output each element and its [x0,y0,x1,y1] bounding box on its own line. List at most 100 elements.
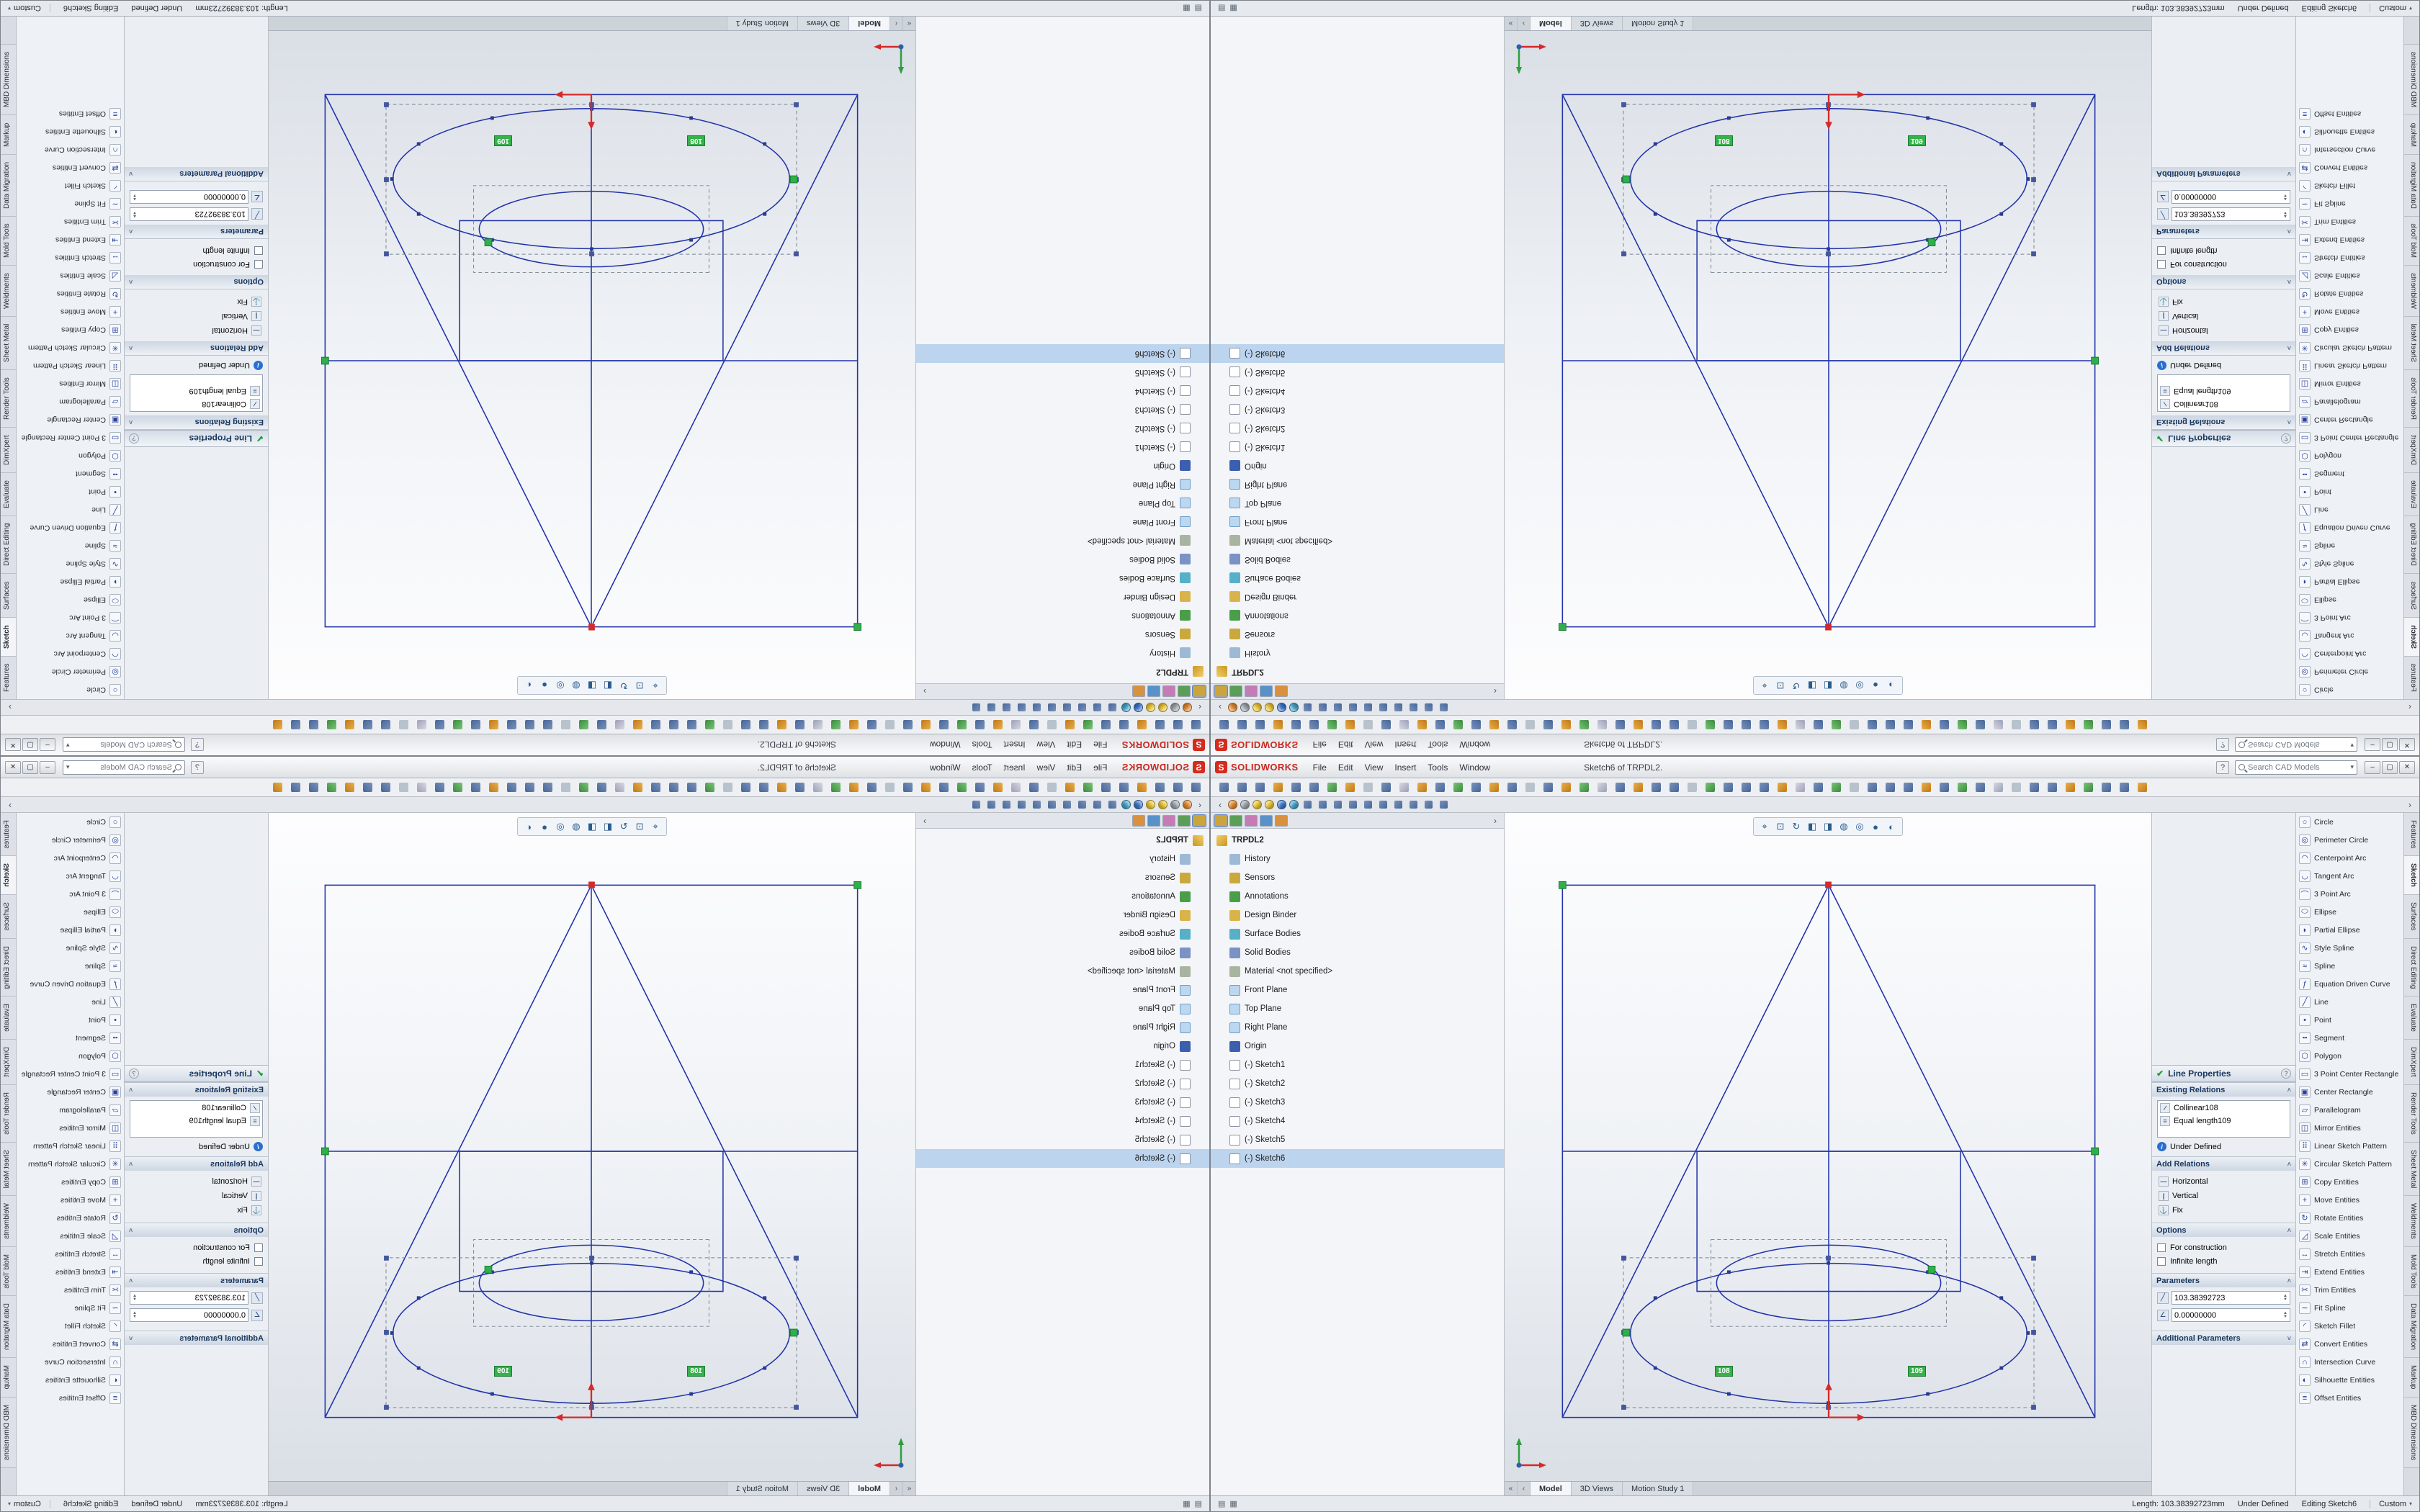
assembly-icon[interactable] [271,718,285,732]
commandmanager-tab[interactable]: Surfaces [1,895,16,939]
commandmanager-tab[interactable]: Data Migration [2404,153,2419,216]
table-icon[interactable] [307,780,321,795]
collapse-icon[interactable] [2287,419,2291,426]
open-icon[interactable] [1171,718,1186,732]
sketch-icon[interactable] [1451,718,1465,732]
relation-item[interactable]: ∕ Collinear108 [131,397,261,410]
tree-item[interactable]: TRPDL2 [916,662,1209,681]
view-orientation-icon[interactable] [667,718,681,732]
tree-item[interactable]: (-) Sketch5 [1211,363,1504,382]
sketch-icon[interactable] [1451,780,1465,795]
tabs-scroll-icon[interactable]: « [902,1482,915,1495]
hide-items-icon[interactable]: ◎ [556,821,565,832]
help-icon[interactable]: ? [2216,738,2229,752]
sketch-tool[interactable]: ⬡ Polygon [17,447,124,465]
zoom-fit-icon[interactable] [1757,780,1771,795]
cut-icon[interactable] [1081,718,1095,732]
previous-view-icon[interactable]: ↻ [1792,680,1801,691]
sketch-tool[interactable]: ⌒ 3 Point Arc [17,609,124,627]
zoom-area-icon[interactable] [1076,798,1088,811]
tree-item[interactable]: Design Binder [916,906,1209,924]
section-header-options[interactable]: Options [2152,1223,2295,1237]
section-view-icon[interactable] [1847,780,1861,795]
view-sphere-icon[interactable] [1183,703,1192,712]
expand-icon[interactable] [2287,1335,2291,1342]
scene-icon[interactable] [1721,718,1735,732]
commandmanager-tab[interactable]: Weldments [2404,265,2419,317]
help-icon[interactable]: ? [191,760,204,774]
displaymanager-tab-icon[interactable] [1275,685,1288,698]
smart-dimension-icon[interactable] [937,780,951,795]
hide-show-icon[interactable] [1685,780,1699,795]
search-box[interactable]: Search CAD Models ▾ [2235,760,2357,775]
sketch-tool[interactable]: ⊞ Copy Entities [17,321,124,339]
menu-item[interactable]: Insert [1394,762,1417,773]
parameter-input[interactable]: 103.38392723 [2172,1291,2290,1305]
tree-item[interactable]: Sensors [1211,625,1504,644]
line-icon[interactable] [919,780,933,795]
sketch-tool[interactable]: ✳ Circular Sketch Pattern [2296,1155,2403,1173]
tree-item[interactable]: (-) Sketch1 [1211,438,1504,456]
commandmanager-tab[interactable]: Features [1,655,16,699]
sketch-tool[interactable]: ⇄ Convert Entities [17,159,124,177]
sketch-tool[interactable]: ╱ Line [17,993,124,1011]
add-relation-button[interactable]: | Vertical [2157,1189,2290,1203]
tree-item[interactable]: (-) Sketch2 [1211,1074,1504,1093]
center-mark-icon[interactable] [2063,780,2077,795]
graphics-area[interactable]: ⌖⊡↻◧◨◍◎●◐ [1505,17,2151,699]
mass-properties-icon[interactable] [1883,718,1897,732]
sketch-tool[interactable]: ⠿ Linear Sketch Pattern [17,357,124,375]
delete-icon[interactable] [1379,718,1393,732]
datum-feature-icon[interactable] [361,718,375,732]
tree-item[interactable]: (-) Sketch3 [916,400,1209,419]
sketch-tool[interactable]: ◐ Silhouette Entities [17,123,124,141]
collapse-icon[interactable] [129,345,133,352]
sketch-tool[interactable]: ✂ Trim Entities [2296,1281,2403,1299]
pattern-icon[interactable] [1649,780,1663,795]
trim-icon[interactable] [1577,780,1591,795]
sketch-tool[interactable]: ○ Circle [17,813,124,831]
zoom-area-icon[interactable] [1775,780,1789,795]
maximize-button[interactable]: ▢ [2382,738,2398,752]
commandmanager-tab[interactable]: Sheet Metal [1,316,16,370]
sketch-tool[interactable]: ▭ 3 Point Center Rectangle [2296,1065,2403,1083]
section-header-existing-relations[interactable]: Existing Relations [2152,1082,2295,1097]
sketch-tool[interactable]: ⬭ Ellipse [17,903,124,921]
commandmanager-tab[interactable]: Surfaces [2404,573,2419,617]
scroll-left-icon[interactable]: ‹ [1219,702,1222,713]
trim-icon[interactable] [829,780,843,795]
sketch-tool[interactable]: ƒ Equation Driven Curve [17,519,124,537]
display-style-icon[interactable] [1046,798,1058,811]
note-icon[interactable] [451,780,465,795]
evaluate-icon[interactable] [1901,718,1915,732]
sketch-icon[interactable] [955,780,969,795]
dimension-icon[interactable] [469,718,483,732]
sketch-tool[interactable]: ⊞ Copy Entities [2296,321,2403,339]
pan-icon[interactable] [595,780,609,795]
commandmanager-tab[interactable]: Markup [1,114,16,154]
checkbox[interactable] [2157,1256,2166,1266]
commandmanager-tab[interactable]: Direct Editing [1,515,16,574]
display-style-icon[interactable] [1362,798,1374,811]
selected-vertices[interactable] [321,175,861,631]
section-view-icon[interactable] [1061,701,1073,714]
zoom-area-icon[interactable] [631,780,645,795]
circle-icon[interactable] [901,780,915,795]
rebuild-icon[interactable] [1397,718,1411,732]
view-orientation-icon[interactable] [667,780,681,795]
help-icon[interactable]: ? [2281,1068,2291,1079]
mirror-icon[interactable] [1631,718,1645,732]
collapse-icon[interactable] [2287,228,2291,235]
checkbox-row[interactable]: For construction [2157,258,2290,271]
convert-entities-icon[interactable] [1595,718,1609,732]
commandmanager-tab[interactable]: Mold Tools [2404,215,2419,266]
sketch-tool[interactable]: ƒ Equation Driven Curve [2296,975,2403,993]
commandmanager-tab[interactable]: Direct Editing [2404,938,2419,997]
unit-selector[interactable]: Custom ▾ [8,4,50,13]
spline-icon[interactable] [847,780,861,795]
rectangle-icon[interactable] [865,780,879,795]
section-view-icon[interactable]: ◧ [1807,821,1817,832]
previous-view-icon[interactable] [1301,701,1314,714]
options-icon[interactable] [1415,780,1429,795]
tree-item[interactable]: (-) Sketch4 [916,382,1209,400]
